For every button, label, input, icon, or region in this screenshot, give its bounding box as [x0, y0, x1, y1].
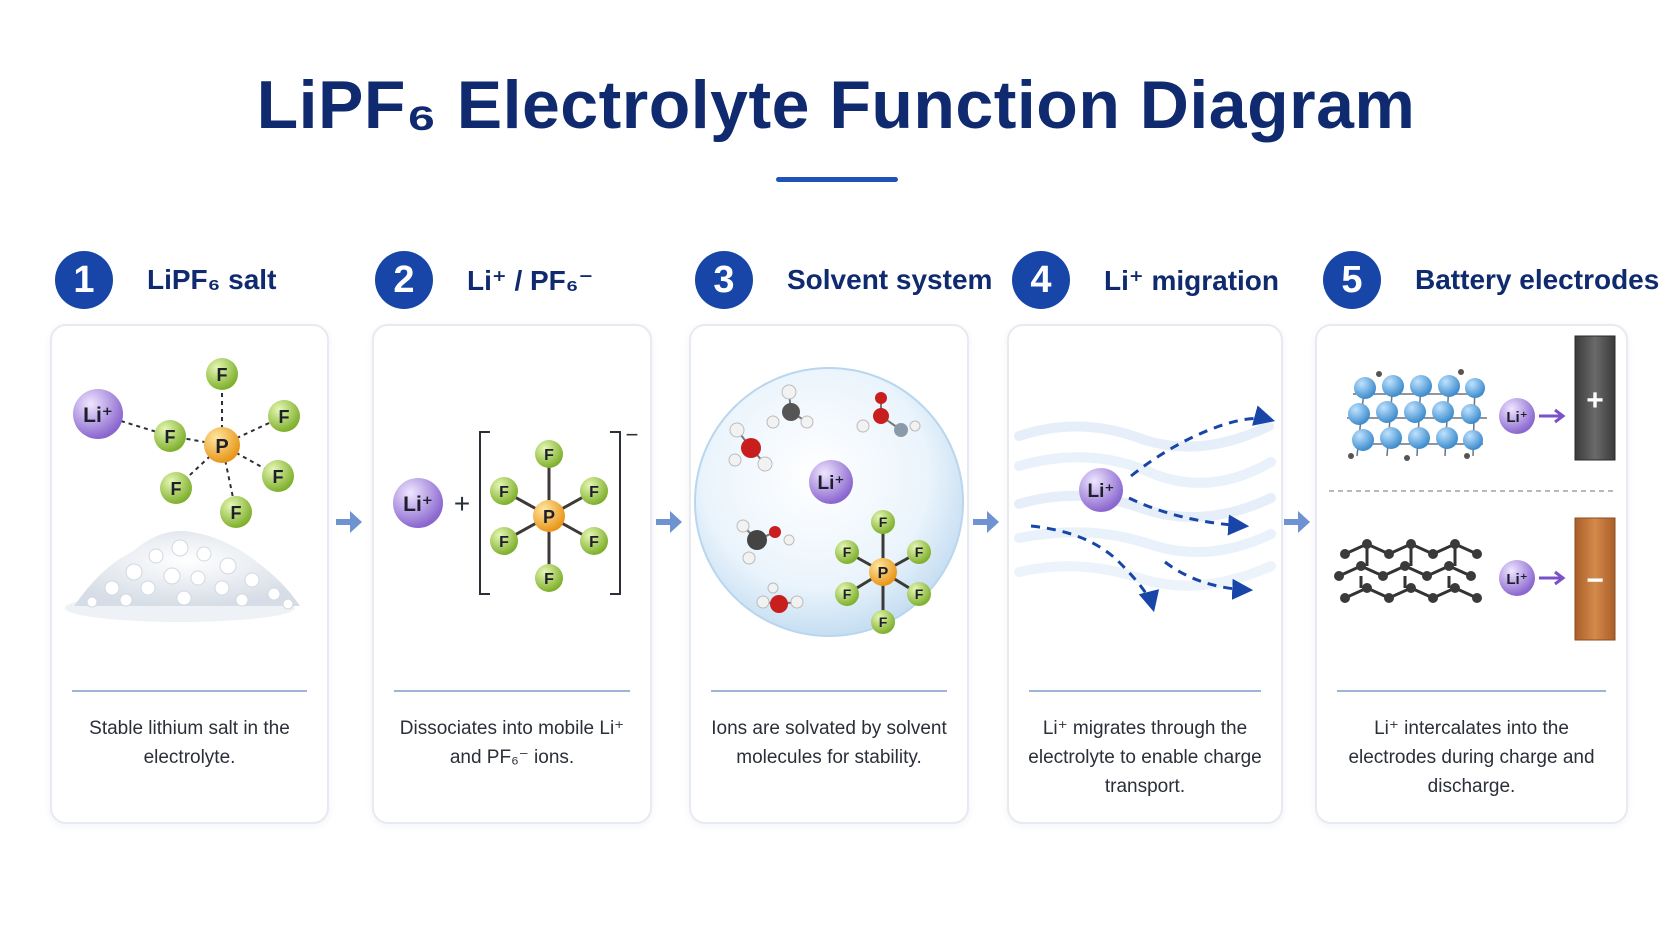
title-underline — [776, 177, 898, 182]
fluorine-label: F — [589, 534, 599, 551]
fluorine-label: F — [279, 407, 290, 427]
page-title: LiPF₆ Electrolyte Function Diagram — [256, 67, 1416, 143]
flow-arrow-icon — [656, 511, 682, 533]
step-4-description: Li⁺ migrates through the electrolyte to … — [1028, 718, 1262, 797]
step-5-title: Battery electrodes — [1415, 264, 1660, 295]
step-3-card: Li⁺ F F F F F F P Ions are so — [689, 324, 969, 824]
right-bracket — [610, 431, 621, 595]
solvent-molecules — [728, 384, 921, 613]
step-3-description: Ions are solvated by solvent molecules f… — [711, 718, 947, 768]
step-1-title: LiPF₆ salt — [147, 264, 277, 295]
step-4-card: Li⁺ Li⁺ migrates through the electrolyte… — [1007, 324, 1283, 824]
step-3-badge: 3 — [695, 251, 753, 309]
step-5-description: Li⁺ intercalates into the electrodes dur… — [1348, 718, 1595, 797]
fluorine-label: F — [915, 544, 924, 560]
li-ion-sphere — [393, 478, 443, 528]
anode-graphite — [1334, 539, 1482, 603]
li-ion-sphere — [73, 389, 123, 439]
step-3-title: Solvent system — [787, 264, 993, 295]
step-2-card: Li⁺ + − F F F F F F — [372, 324, 652, 824]
lipf6-salt-illustration: Li⁺ F F F F F F P — [65, 358, 300, 622]
step-5-divider — [1337, 690, 1606, 692]
cathode-lattice — [1347, 369, 1487, 461]
step-4-divider — [1029, 690, 1261, 692]
step-2-divider — [394, 690, 630, 692]
li-ion-label: Li⁺ — [1088, 481, 1115, 502]
step-2-description: Dissociates into mobile Li⁺ and PF₆⁻ ion… — [399, 718, 625, 768]
arrow-right-icon — [1539, 408, 1566, 424]
li-ion-sphere — [1499, 398, 1535, 434]
step-1-description: Stable lithium salt in the electrolyte. — [89, 718, 290, 768]
charge-label: − — [626, 422, 639, 447]
step-4-badge: 4 — [1012, 251, 1070, 309]
fluorine-label: F — [171, 479, 182, 499]
phosphorus-atom — [204, 427, 240, 463]
fluorine-label: F — [544, 447, 554, 464]
flow-arrow-icon — [973, 511, 999, 533]
fluorine-atoms — [490, 440, 608, 592]
phosphorus-label: P — [215, 436, 228, 458]
fluorine-label: F — [273, 467, 284, 487]
anode-sign: − — [1586, 564, 1604, 597]
fluorine-label: F — [231, 503, 242, 523]
phosphorus-atom — [533, 500, 565, 532]
salt-crystals-pile — [65, 530, 300, 622]
fluorine-label: F — [544, 571, 554, 588]
flow-waves — [1014, 421, 1276, 591]
step-1-divider — [72, 690, 307, 692]
li-ion-label: Li⁺ — [403, 493, 433, 516]
fluorine-label: F — [165, 427, 176, 447]
solvation-illustration: Li⁺ F F F F F F P — [694, 367, 964, 637]
li-ion-sphere — [809, 460, 853, 504]
left-bracket — [479, 431, 490, 595]
migration-illustration: Li⁺ — [1014, 405, 1276, 613]
step-1-badge: 1 — [55, 251, 113, 309]
fluorine-atoms — [835, 510, 931, 634]
fluorine-label: F — [879, 614, 888, 630]
step-5-badge: 5 — [1323, 251, 1381, 309]
fluorine-label: F — [843, 586, 852, 602]
fluorine-atoms — [154, 358, 300, 528]
flow-arrow-icon — [336, 511, 362, 533]
cathode-sign: + — [1586, 384, 1604, 417]
step-5-card: Li⁺ + Li⁺ − — [1315, 324, 1628, 824]
phosphorus-label: P — [543, 507, 555, 527]
fluorine-label: F — [217, 365, 228, 385]
cathode-plate — [1574, 335, 1616, 461]
phosphorus-atom — [869, 558, 897, 586]
plus-sign: + — [454, 488, 470, 519]
dissociation-illustration: Li⁺ + − F F F F F F — [393, 422, 639, 595]
li-ion-label: Li⁺ — [818, 473, 845, 494]
step-2-title: Li⁺ / PF₆⁻ — [467, 265, 594, 296]
arrow-right-icon — [1539, 570, 1566, 586]
step-3-divider — [711, 690, 947, 692]
li-ion-label: Li⁺ — [83, 404, 113, 427]
fluorine-label: F — [879, 514, 888, 530]
li-ion-label: Li⁺ — [1506, 409, 1527, 426]
fluorine-label: F — [843, 544, 852, 560]
step-4-title: Li⁺ migration — [1104, 265, 1279, 296]
fluorine-label: F — [915, 586, 924, 602]
step-2-badge: 2 — [375, 251, 433, 309]
migration-paths — [1030, 405, 1276, 613]
fluorine-label: F — [499, 484, 509, 501]
phosphorus-label: P — [878, 565, 889, 582]
li-ion-label: Li⁺ — [1506, 571, 1527, 588]
electrodes-illustration: Li⁺ + Li⁺ − — [1329, 335, 1616, 641]
anode-plate — [1574, 517, 1616, 641]
li-ion-sphere — [1079, 468, 1123, 512]
step-1-card: Li⁺ F F F F F F P — [50, 324, 329, 824]
li-ion-sphere — [1499, 560, 1535, 596]
fluorine-label: F — [499, 534, 509, 551]
flow-arrow-icon — [1284, 511, 1310, 533]
fluorine-label: F — [589, 484, 599, 501]
